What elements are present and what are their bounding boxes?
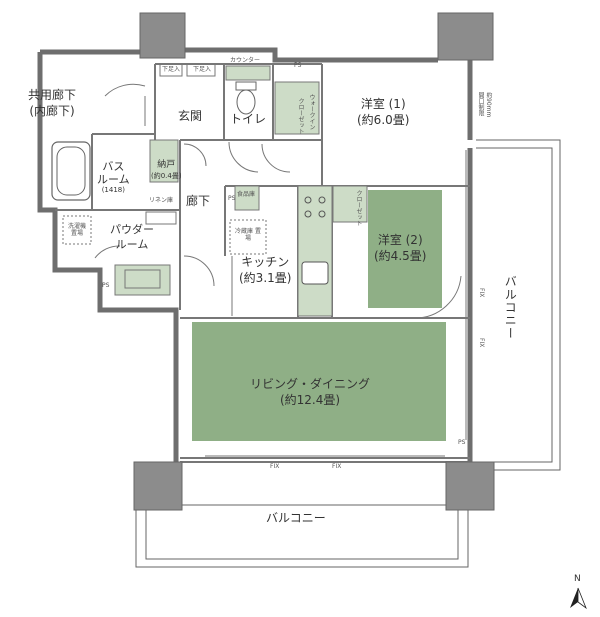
bath-line2: ルーム — [97, 173, 130, 187]
door-swings — [94, 83, 462, 319]
walkin-label: ウォークイン — [308, 94, 315, 130]
bath-room-label: バス ルーム (1418) — [97, 160, 130, 195]
kitchen-name: キッチン — [241, 255, 290, 269]
common-corridor-line1: 共用廊下 — [28, 88, 77, 102]
closet-2-label: クローゼット — [355, 190, 362, 226]
western-room-1-label: 洋室 (1) (約6.0畳) — [357, 96, 409, 128]
fix-right-2-label: FIX — [478, 338, 485, 348]
storage-label: 納戸 (約0.4畳) — [151, 160, 182, 181]
food-storage-label: 食品庫 — [237, 191, 256, 198]
western-room-1-name: 洋室 (1) — [360, 97, 406, 111]
western-room-2-size: (約4.5畳) — [374, 249, 427, 264]
powder-line1: パウダー — [110, 223, 154, 236]
storage-size: (約0.4畳) — [151, 171, 182, 180]
storage-name: 納戸 — [157, 160, 176, 170]
north-label: N — [574, 574, 581, 584]
linen-label: リネン庫 — [149, 197, 174, 204]
counter-label: カウンター — [230, 57, 261, 64]
opening-limit-label: 開口制限 — [477, 92, 484, 116]
ps-left-label: PS — [102, 282, 110, 289]
entrance-label: 玄関 — [178, 109, 203, 123]
closet-1-label: クローゼット — [297, 98, 304, 134]
western-room-2-floor — [368, 190, 442, 308]
toilet-icon — [235, 81, 257, 115]
washer-space-label: 洗濯機 置場 — [67, 223, 86, 237]
balcony-right-label: バルコニー — [503, 275, 518, 340]
north-arrow-icon — [570, 587, 587, 610]
ps-right-label: PS — [458, 439, 466, 446]
bath-line1: バス — [102, 160, 125, 173]
shoe-cabinet-1-label: 下足入 — [162, 66, 181, 73]
balcony-right — [476, 139, 561, 471]
shoe-cabinet-2-label: 下足入 — [193, 66, 212, 73]
opening-size-label: 約90mm — [485, 92, 492, 118]
exterior-walls — [37, 47, 473, 462]
living-dining-size: (約12.4畳) — [279, 393, 341, 408]
ps-top-label: PS — [294, 62, 302, 69]
fixtures — [62, 63, 368, 317]
western-room-2-name: 洋室 (2) — [377, 233, 423, 247]
fridge-space-label: 冷蔵庫 置場 — [235, 228, 261, 242]
powder-line2: ルーム — [115, 237, 149, 251]
ps-mid-label: PS — [228, 195, 236, 202]
balcony-bottom — [135, 466, 469, 568]
kitchen-label: キッチン (約3.1畳) — [239, 254, 291, 286]
common-corridor-line2: (内廊下) — [29, 104, 75, 119]
stove-icon — [304, 196, 326, 218]
common-corridor-label: 共用廊下 (内廊下) — [28, 87, 76, 119]
balcony-bottom-label: バルコニー — [266, 511, 326, 525]
fix-2-label: FIX — [332, 463, 342, 470]
kitchen-size: (約3.1畳) — [239, 271, 292, 286]
western-room-2-label: 洋室 (2) (約4.5畳) — [374, 232, 426, 264]
bathtub-icon — [51, 141, 91, 201]
bath-size: (1418) — [101, 186, 125, 195]
western-room-1-size: (約6.0畳) — [357, 113, 410, 128]
powder-room-label: パウダー ルーム — [110, 223, 154, 253]
living-dining-floor — [192, 322, 446, 441]
living-dining-name: リビング・ダイニング — [250, 377, 371, 391]
window-sashes — [205, 150, 467, 457]
toilet-label: トイレ — [230, 112, 267, 126]
hallway-label: 廊下 — [186, 194, 211, 208]
sink-icon — [301, 261, 329, 285]
living-dining-label: リビング・ダイニング (約12.4畳) — [250, 376, 370, 408]
pillars — [133, 12, 495, 511]
fix-1-label: FIX — [270, 463, 280, 470]
fix-right-1-label: FIX — [478, 288, 485, 298]
